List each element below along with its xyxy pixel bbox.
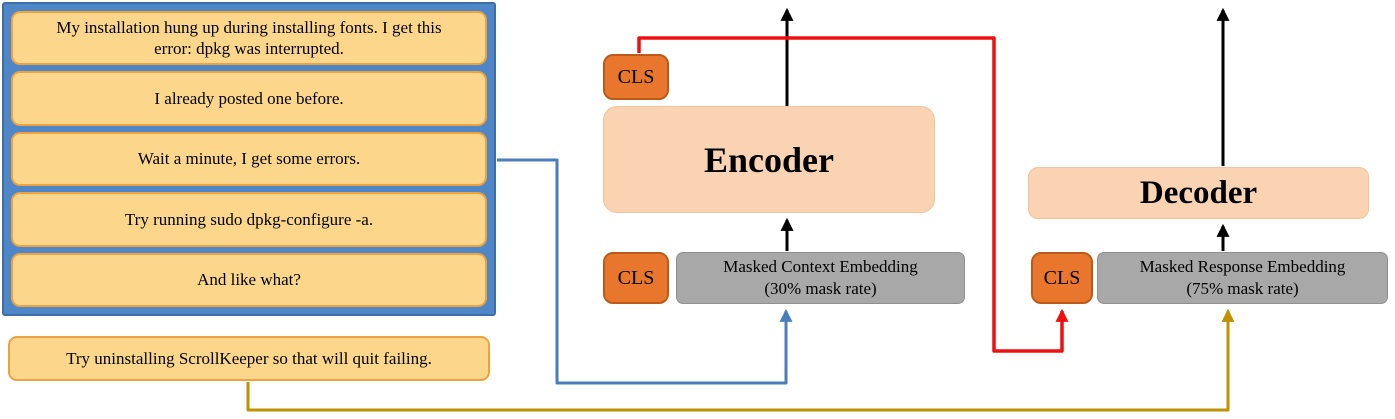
decoder-block: Decoder — [1028, 167, 1369, 219]
response-embedding-block: Masked Response Embedding (75% mask rate… — [1097, 252, 1388, 304]
embedding-subtitle: (75% mask rate) — [1186, 279, 1299, 298]
response-message-box: Try uninstalling ScrollKeeper so that wi… — [8, 336, 490, 381]
context-embedding-block: Masked Context Embedding (30% mask rate) — [676, 252, 965, 304]
context-message: And like what? — [11, 252, 487, 308]
embedding-title: Masked Response Embedding — [1139, 256, 1346, 276]
embedding-subtitle: (30% mask rate) — [764, 279, 877, 298]
context-message: I already posted one before. — [11, 71, 487, 126]
encoder-block: Encoder — [603, 106, 935, 213]
context-message: Wait a minute, I get some errors. — [11, 131, 487, 187]
embedding-title: Masked Context Embedding — [723, 256, 918, 276]
context-embedding-cls-token: CLS — [603, 252, 669, 304]
dialogue-context-panel: My installation hung up during installin… — [2, 2, 496, 316]
context-message: My installation hung up during installin… — [11, 11, 487, 66]
context-message: Try running sudo dpkg-configure -a. — [11, 192, 487, 247]
response-embedding-cls-token: CLS — [1031, 252, 1093, 304]
encoder-cls-token: CLS — [603, 54, 669, 100]
